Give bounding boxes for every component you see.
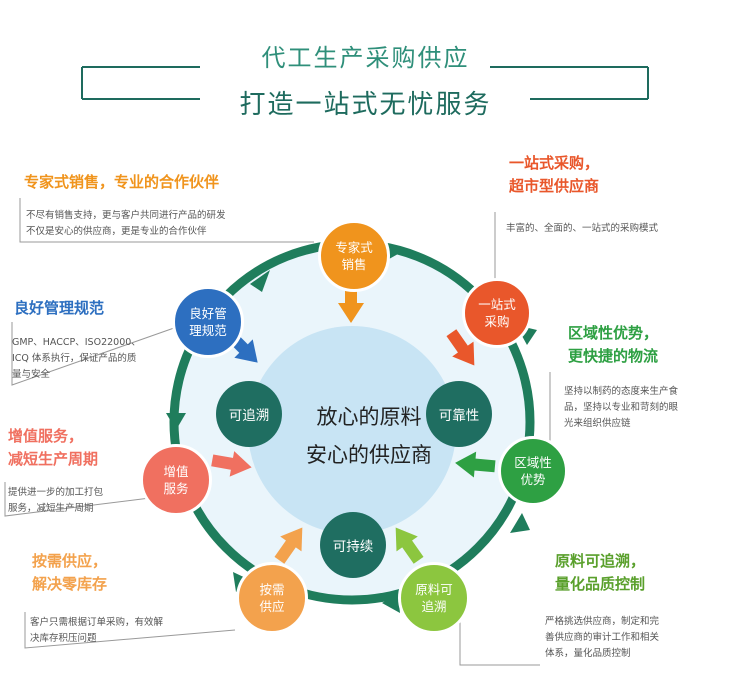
node-onestop: 一站式采购	[462, 278, 532, 348]
node-expert-line2: 销售	[341, 257, 367, 272]
arrow-onestop	[452, 341, 475, 366]
desc-trace-3: 体系，量化品质控制	[545, 648, 631, 659]
arrow-mgmt	[234, 339, 258, 363]
center-title-line2: 安心的供应商	[306, 443, 432, 467]
node-onestop-line1: 一站式	[478, 297, 516, 312]
arrow-ondemand	[280, 527, 303, 552]
arrow-trace	[395, 527, 418, 552]
page-subtitle: 打造一站式无忧服务	[239, 90, 492, 120]
desc-expert-1: 不尽有销售支持，更与客户共同进行产品的研发	[26, 210, 226, 221]
node-mgmt-line1: 良好管	[189, 306, 227, 321]
desc-expert-2: 不仅是安心的供应商，更是专业的合作伙伴	[26, 226, 207, 237]
desc-mgmt-3: 量与安全	[12, 369, 51, 380]
arrow-regional	[455, 451, 477, 478]
center-title-line1: 放心的原料	[316, 405, 422, 429]
inner-node-sustainable-label: 可持续	[332, 539, 374, 555]
inner-node-traceable: 可追溯	[216, 381, 282, 447]
heading-regional-1: 区域性优势，	[568, 324, 659, 342]
node-expert-sales: 专家式销售	[318, 220, 390, 292]
arrow-value	[229, 451, 252, 477]
desc-value-2: 服务，减短生产周期	[8, 503, 94, 514]
ring-arrow-6	[166, 413, 186, 430]
heading-ondemand-1: 按需供应，	[32, 552, 108, 570]
heading-onestop-2: 超市型供应商	[509, 177, 600, 195]
inner-node-reliable-label: 可靠性	[438, 408, 480, 424]
node-ondemand-line1: 按需	[259, 582, 285, 597]
desc-regional-1: 坚持以制药的态度来生产食	[564, 386, 679, 397]
node-trace-line1: 原料可	[415, 582, 453, 597]
heading-onestop-1: 一站式采购，	[509, 154, 600, 172]
heading-expert: 专家式销售，专业的合作伙伴	[24, 173, 220, 191]
node-regional: 区域性优势	[498, 436, 568, 506]
node-management: 良好管理规范	[172, 286, 244, 358]
center-circle	[248, 326, 456, 534]
arrow-expert	[338, 303, 364, 323]
node-value-added: 增值服务	[140, 444, 212, 516]
node-regional-line1: 区域性	[514, 455, 552, 470]
desc-trace-2: 善供应商的审计工作和相关	[545, 632, 660, 643]
node-regional-line2: 优势	[520, 472, 546, 487]
desc-onestop-1: 丰富的、全面的、一站式的采购模式	[506, 223, 659, 234]
ring-arrow-4	[382, 593, 400, 613]
ring-arrow-7	[250, 270, 270, 292]
inner-node-reliable: 可靠性	[426, 381, 492, 447]
node-mgmt-line2: 理规范	[189, 323, 227, 338]
desc-mgmt-2: ICQ 体系执行，保证产品的质	[12, 353, 137, 364]
heading-regional-2: 更快捷的物流	[568, 347, 659, 365]
heading-trace-2: 量化品质控制	[555, 575, 646, 593]
node-traceability: 原料可追溯	[398, 562, 470, 634]
heading-management: 良好管理规范	[14, 299, 105, 317]
ring-arrow-3	[510, 513, 530, 533]
node-expert-line1: 专家式	[335, 240, 373, 255]
node-trace-line2: 追溯	[421, 599, 447, 614]
desc-value-1: 提供进一步的加工打包	[8, 487, 104, 498]
desc-regional-3: 光来组织供应链	[564, 418, 631, 429]
heading-trace-1: 原料可追溯，	[555, 552, 646, 570]
inner-node-sustainable: 可持续	[320, 512, 386, 578]
title-frame	[81, 66, 649, 100]
node-ondemand-line2: 供应	[259, 599, 285, 614]
desc-regional-2: 品，坚持以专业和苛刻的眼	[564, 402, 679, 413]
node-onestop-line2: 采购	[484, 314, 510, 329]
desc-ondemand-1: 客户只需根据订单采购，有效解	[30, 617, 164, 628]
callout-lines	[4, 198, 551, 666]
node-value-line2: 服务	[163, 481, 189, 496]
inner-node-traceable-label: 可追溯	[228, 408, 270, 424]
heading-value-1: 增值服务，	[8, 427, 84, 445]
desc-mgmt-1: GMP、HACCP、ISO22000、	[12, 337, 141, 348]
node-on-demand: 按需供应	[236, 562, 308, 634]
heading-ondemand-2: 解决零库存	[32, 575, 108, 593]
desc-trace-1: 严格挑选供应商，制定和完	[545, 616, 660, 627]
page-title: 代工生产采购供应	[261, 44, 470, 72]
heading-value-2: 减短生产周期	[8, 450, 99, 468]
desc-ondemand-2: 决库存积压问题	[30, 633, 97, 644]
node-value-line1: 增值	[163, 464, 189, 479]
